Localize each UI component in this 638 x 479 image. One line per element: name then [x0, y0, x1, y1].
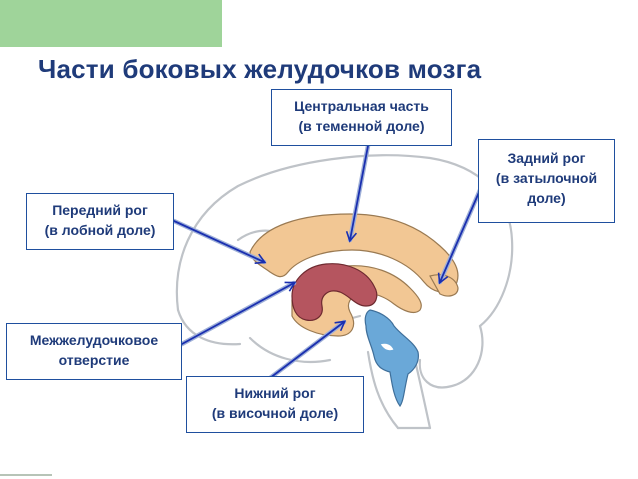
lateral-ventricle	[249, 213, 459, 293]
corner-accent-block	[0, 0, 222, 47]
label-central-line1: Центральная часть	[294, 98, 429, 114]
third-ventricle	[291, 263, 378, 321]
footer-divider	[0, 474, 52, 476]
pointer-arrows	[171, 143, 483, 381]
label-posterior-line2: (в затылочной	[495, 170, 598, 186]
label-central-part: Центральная часть (в теменной доле)	[271, 89, 452, 146]
label-posterior-line3: доле)	[527, 190, 566, 206]
label-posterior-horn: Задний рог (в затылочной доле)	[478, 139, 615, 223]
label-foramen-line1: Межжелудочковое	[29, 332, 159, 348]
fourth-ventricle	[364, 309, 419, 408]
label-central-line2: (в теменной доле)	[298, 118, 425, 134]
page-title: Части боковых желудочков мозга	[38, 54, 482, 84]
label-posterior-line1: Задний рог	[507, 150, 586, 166]
label-inferior-line1: Нижний рог	[234, 385, 316, 401]
label-interventricular-foramen: Межжелудочковое отверстие	[6, 323, 182, 380]
label-foramen-line2: отверстие	[58, 352, 130, 368]
label-inferior-line2: (в височной доле)	[211, 405, 339, 421]
label-anterior-horn: Передний рог (в лобной доле)	[26, 193, 174, 250]
label-inferior-horn: Нижний рог (в височной доле)	[186, 376, 364, 433]
label-anterior-line1: Передний рог	[52, 202, 148, 218]
label-anterior-line2: (в лобной доле)	[44, 222, 156, 238]
